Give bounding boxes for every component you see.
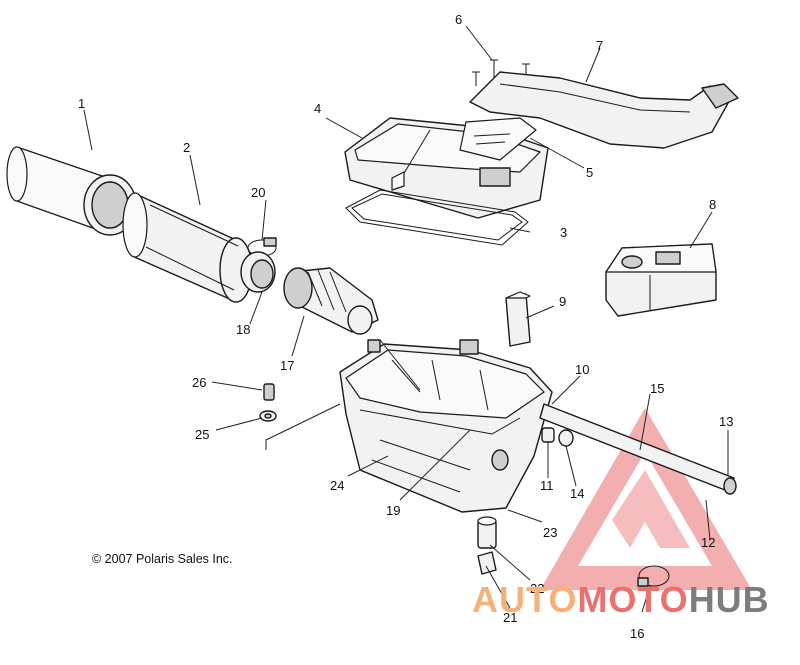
callout-8: 8: [709, 197, 716, 212]
part-3-gasket: [345, 189, 529, 246]
callout-20: 20: [251, 185, 265, 200]
part-8-foam-block: [605, 243, 717, 317]
callout-24: 24: [330, 478, 344, 493]
part-6-screws: [472, 59, 530, 86]
part-13-drain-tube: [539, 403, 737, 495]
callout-13: 13: [719, 414, 733, 429]
part-5-mount-plate: [459, 117, 537, 161]
callout-2: 2: [183, 140, 190, 155]
part-25-washer: [259, 410, 277, 422]
callout-9: 9: [559, 294, 566, 309]
callout-17: 17: [280, 358, 294, 373]
part-22-spacer: [477, 516, 497, 549]
part-2-air-filter: [122, 192, 253, 303]
callout-10: 10: [575, 362, 589, 377]
part-16-clamp: [637, 565, 670, 587]
part-18-coupler: [240, 251, 276, 293]
callout-6: 6: [455, 12, 462, 27]
callout-18: 18: [236, 322, 250, 337]
watermark-text: AUTOMOTOHUB: [472, 580, 770, 620]
copyright-notice: © 2007 Polaris Sales Inc.: [92, 552, 233, 566]
part-17-intake-duct: [283, 267, 379, 335]
callout-3: 3: [560, 225, 567, 240]
callout-11: 11: [540, 478, 554, 493]
callout-26: 26: [192, 375, 206, 390]
callout-22: 22: [530, 581, 544, 596]
callout-21: 21: [503, 610, 517, 625]
part-9-foam-pad: [505, 291, 531, 347]
callout-16: 16: [630, 626, 644, 641]
callout-19: 19: [386, 503, 400, 518]
callout-labels: 1 2 3 4 5 6 7 8 9 10 11 12 13 14 15 16 1…: [78, 12, 733, 641]
part-26-screw: [263, 383, 275, 401]
callout-5: 5: [586, 165, 593, 180]
part-11-fitting: [541, 427, 555, 443]
watermark-moto: MOTO: [577, 579, 689, 620]
callout-12: 12: [701, 535, 715, 550]
callout-25: 25: [195, 427, 209, 442]
leader-lines: [83, 25, 729, 613]
watermark-hub: HUB: [688, 579, 770, 620]
callout-4: 4: [314, 101, 321, 116]
watermark-auto: AUTO: [472, 579, 578, 620]
callout-23: 23: [543, 525, 557, 540]
callout-7: 7: [596, 38, 603, 53]
part-21-breather-fitting: [477, 551, 497, 575]
part-1-prefilter-sleeve: [6, 146, 137, 236]
callout-14: 14: [570, 486, 584, 501]
part-24-airbox-body: [339, 339, 553, 513]
callout-15: 15: [650, 381, 664, 396]
part-14-plug: [558, 429, 574, 447]
callout-1: 1: [78, 96, 85, 111]
part-7-snorkel-duct: [469, 71, 739, 149]
